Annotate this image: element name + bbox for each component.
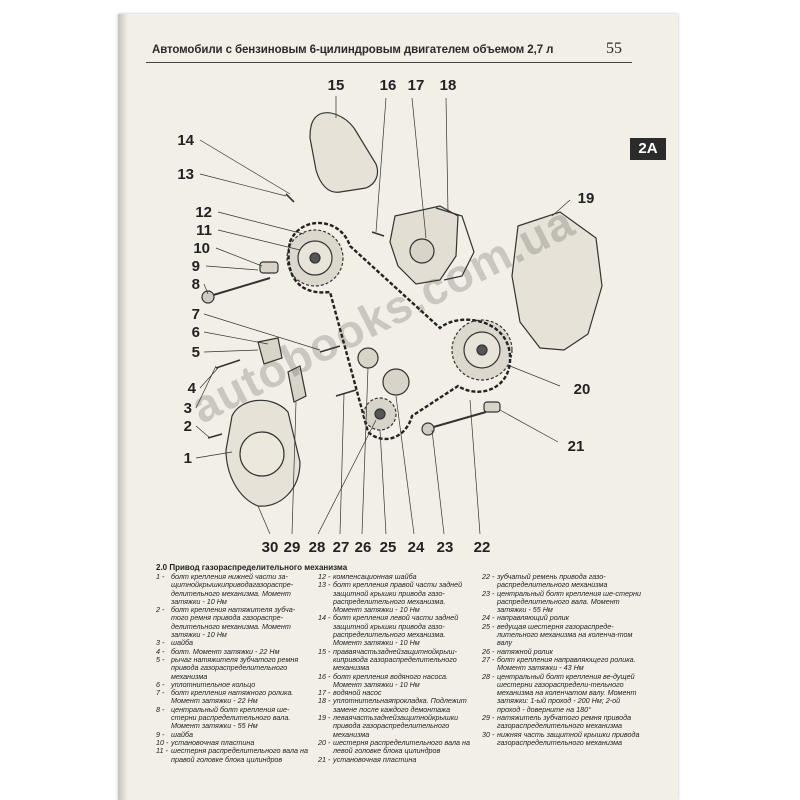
- center-bolt-right-cam: [209, 277, 271, 297]
- callout-23: 23: [437, 539, 454, 556]
- legend-item: 16 -болт крепления водяного насоса. Моме…: [318, 671, 449, 689]
- legend-item: 1 -болт крепления нижней части за-щитной…: [156, 572, 294, 606]
- right-rear-cover: [309, 112, 379, 193]
- legend-item: 14 -болт крепления левой части задней за…: [318, 613, 459, 648]
- legend-item: 12 -компенсационная шайба: [318, 572, 417, 581]
- legend-item: 27 -болт крепления направляющего ролика.…: [482, 654, 636, 673]
- page-spine-shadow: [118, 14, 128, 800]
- callout-30: 30: [262, 539, 279, 556]
- figure-caption-title: 2.0 Привод газораспределительного механи…: [156, 563, 348, 572]
- callout-7: 7: [192, 306, 200, 323]
- callout-11: 11: [196, 222, 212, 239]
- callout-15: 15: [328, 77, 345, 94]
- setting-plate-left: [483, 401, 501, 413]
- book-page: [118, 14, 678, 800]
- legend-item: 3 -шайба: [156, 638, 194, 648]
- callout-20: 20: [574, 381, 591, 398]
- callout-17: 17: [408, 77, 425, 94]
- callout-6: 6: [192, 324, 200, 341]
- callout-10: 10: [193, 240, 210, 257]
- legend-column-3: 22 -зубчатый ремень привода газо-распред…: [482, 572, 642, 747]
- callout-24: 24: [408, 539, 425, 556]
- bolt-16: [371, 231, 385, 237]
- callout-14: 14: [177, 132, 194, 149]
- callout-25: 25: [380, 539, 397, 556]
- callout-22: 22: [474, 539, 491, 556]
- callout-1: 1: [184, 450, 192, 467]
- legend-item: 19 -леваячастьзаднейзащитнойкрышки приво…: [318, 713, 459, 739]
- water-pump-gasket: [435, 207, 475, 281]
- legend-item: 6 -уплотнительное кольцо: [156, 679, 256, 689]
- legend-item: 25 -ведущая шестерня газораспреде-литель…: [482, 621, 633, 648]
- legend-item: 26 -натяжной ролик: [482, 646, 553, 656]
- legend-item: 13 -болт крепления правой части задней з…: [318, 580, 463, 615]
- callout-27: 27: [333, 539, 350, 556]
- legend-column-1: 1 -болт крепления нижней части за-щитной…: [156, 572, 312, 764]
- callout-19: 19: [578, 190, 595, 207]
- callout-21: 21: [568, 438, 585, 455]
- header-divider: [146, 62, 632, 63]
- callout-16: 16: [380, 77, 397, 94]
- bolt-2: [207, 433, 223, 439]
- legend-item: 30 -нижняя часть защитной крышки привода…: [482, 729, 640, 747]
- left-rear-cover: [511, 211, 603, 351]
- tensioner-arm: [257, 337, 283, 365]
- callout-5: 5: [192, 344, 200, 361]
- water-pump-hub: [409, 238, 435, 264]
- legend-item: 28 -центральный болт крепления ве-дущей …: [482, 671, 637, 714]
- legend-item: 21 -установочная пластина: [318, 754, 417, 764]
- legend-item: 22 -зубчатый ремень привода газо-распред…: [482, 572, 608, 590]
- legend-item: 8 -центральный болт крепления ше-стерни …: [156, 704, 291, 731]
- callout-9: 9: [192, 258, 200, 275]
- callout-26: 26: [355, 539, 372, 556]
- callout-2: 2: [184, 418, 192, 435]
- bolt-4: [215, 359, 241, 369]
- timing-belt: [287, 221, 512, 441]
- callout-29: 29: [284, 539, 301, 556]
- callout-28: 28: [309, 539, 326, 556]
- legend-item: 4 -болт. Момент затяжки - 22 Нм: [156, 646, 280, 656]
- legend-item: 9 -шайба: [156, 729, 194, 739]
- setting-plate-right: [259, 261, 279, 274]
- page-number: 55: [606, 40, 622, 57]
- page-header-title: Автомобили с бензиновым 6-цилиндровым дв…: [152, 44, 554, 56]
- callout-13: 13: [177, 166, 194, 183]
- callout-12: 12: [195, 204, 212, 221]
- legend-item: 20 -шестерня распределительного вала на …: [318, 737, 470, 756]
- belt-tensioner: [287, 365, 307, 403]
- legend-item: 10 -установочная пластина: [156, 737, 255, 747]
- bolt-27: [335, 389, 357, 397]
- legend-item: 5 -рычаг натяжителя зубчатого ремня прив…: [156, 654, 299, 681]
- legend-item: 7 -болт крепления натяжного ролика. Моме…: [156, 688, 294, 706]
- bolt-7: [319, 345, 341, 353]
- legend-item: 24 -направляющий ролик: [482, 613, 570, 623]
- center-bolt-left-cam: [429, 411, 487, 429]
- callout-3: 3: [184, 400, 192, 417]
- legend-item: 18 -уплотнительнаяпрокладка. Подлежит за…: [318, 696, 467, 714]
- callout-4: 4: [188, 380, 197, 397]
- legend-item: 23 -центральный болт крепления ше-стерни…: [482, 588, 641, 615]
- callout-18: 18: [440, 77, 457, 94]
- legend-item: 11 -шестерня распределительного вала на …: [156, 746, 308, 764]
- legend-item: 2 -болт крепления натяжителя зубча-того …: [156, 605, 296, 640]
- legend-column-2: 12 -компенсационная шайба 13 -болт крепл…: [318, 572, 476, 764]
- bolt-13: [285, 193, 295, 203]
- legend-item: 29 -натяжитель зубчатого ремня привода г…: [482, 713, 632, 731]
- timing-drive-exploded-diagram: 14 13 12 11 10 9 8 7 6 5 4 3 2 1 15 16 1…: [177, 77, 603, 556]
- legend-item: 17 -водяной насос: [318, 688, 382, 698]
- section-tab: 2A: [630, 138, 666, 160]
- guide-roller: [382, 368, 410, 396]
- legend-item: 15 -праваячастьзаднейзащитнойкрыш-киприв…: [318, 646, 457, 673]
- callout-8: 8: [192, 276, 200, 293]
